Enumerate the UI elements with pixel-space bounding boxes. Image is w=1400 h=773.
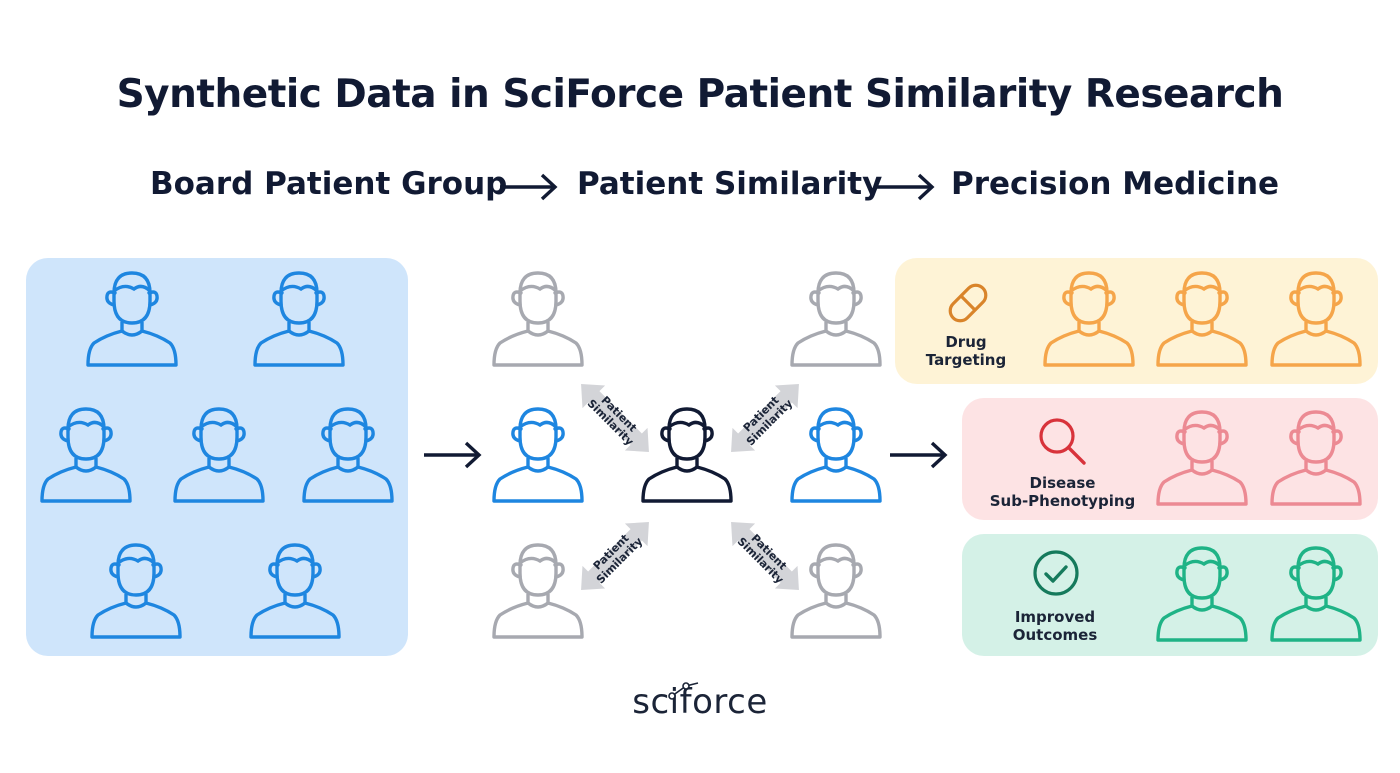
patient-group-panel (26, 258, 408, 656)
pill-icon (948, 283, 988, 323)
patient-icon-green (1154, 540, 1250, 644)
step-board-patient-group: Board Patient Group (150, 166, 508, 202)
sciforce-logo: sciforce (632, 682, 768, 722)
patient-icon-gray (490, 265, 586, 369)
patient-icon (38, 401, 134, 505)
patient-icon-orange (1268, 265, 1364, 369)
logo-dots-icon (668, 682, 699, 700)
step-precision-medicine: Precision Medicine (951, 166, 1280, 202)
patient-icon (84, 265, 180, 369)
similarity-arrows: PatientSimilarity PatientSimilarity Pati… (569, 372, 811, 602)
similarity-label: PatientSimilarity (735, 526, 795, 586)
patient-icon (88, 537, 184, 641)
flow-arrow-icon (890, 441, 948, 469)
step-arrow-icon (500, 173, 558, 201)
similarity-label: PatientSimilarity (585, 388, 645, 448)
step-arrow-icon (877, 173, 935, 201)
flow-arrow-icon (424, 441, 482, 469)
patient-icon-gray (788, 265, 884, 369)
patient-icon-orange (1041, 265, 1137, 369)
check-circle-icon (1033, 550, 1079, 596)
patient-icon (251, 265, 347, 369)
magnifier-icon (1039, 418, 1086, 465)
drug-targeting-panel (895, 258, 1378, 384)
patient-icon-pink (1154, 404, 1250, 508)
patient-icon-green (1268, 540, 1364, 644)
patient-icon (300, 401, 396, 505)
patient-icon-pink (1268, 404, 1364, 508)
patient-icon (247, 537, 343, 641)
similarity-label: PatientSimilarity (585, 526, 645, 586)
patient-icon-orange (1154, 265, 1250, 369)
similarity-label: PatientSimilarity (735, 388, 795, 448)
patient-icon (171, 401, 267, 505)
step-patient-similarity: Patient Similarity (577, 166, 883, 202)
diagram-title: Synthetic Data in SciForce Patient Simil… (116, 72, 1284, 117)
